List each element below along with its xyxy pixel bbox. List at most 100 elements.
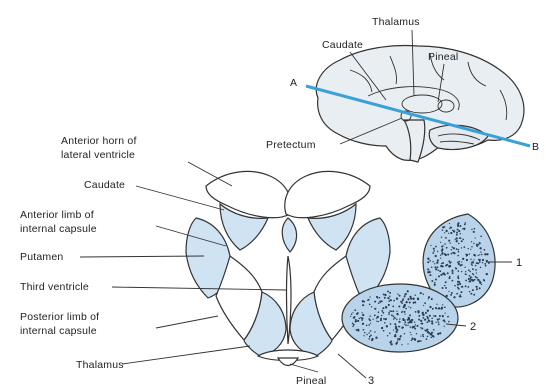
stipple-dot bbox=[472, 289, 474, 291]
stipple-dot bbox=[437, 333, 439, 335]
stipple-dot bbox=[431, 337, 432, 338]
stipple-dot bbox=[449, 265, 451, 267]
stipple-dot bbox=[428, 332, 430, 334]
stipple-dot bbox=[356, 313, 358, 315]
stipple-dot bbox=[445, 237, 446, 238]
stipple-dot bbox=[468, 278, 470, 280]
anterior-horn-right bbox=[285, 171, 370, 217]
stipple-dot bbox=[434, 315, 436, 317]
stipple-dot bbox=[403, 311, 405, 313]
stipple-dot bbox=[388, 304, 390, 306]
stipple-dot bbox=[437, 266, 439, 268]
stipple-dot bbox=[402, 298, 404, 300]
stipple-dot bbox=[424, 318, 426, 320]
stipple-dot bbox=[389, 295, 391, 297]
stipple-dot bbox=[425, 312, 427, 314]
stipple-dot bbox=[388, 313, 390, 315]
stipple-dot bbox=[397, 293, 398, 294]
stipple-dot bbox=[448, 233, 449, 234]
stipple-dot bbox=[395, 331, 397, 333]
stipple-dot bbox=[452, 246, 453, 247]
stipple-dot bbox=[435, 246, 437, 248]
stipple-dot bbox=[427, 271, 429, 273]
stipple-dot bbox=[362, 314, 363, 315]
stipple-dot bbox=[363, 329, 365, 331]
stipple-dot bbox=[473, 254, 475, 256]
stipple-dot bbox=[439, 270, 441, 272]
stipple-dot bbox=[473, 243, 474, 244]
stipple-dot bbox=[434, 284, 436, 286]
stipple-dot bbox=[415, 311, 417, 313]
coronal-section: Anterior horn of lateral ventricle Cauda… bbox=[20, 135, 522, 387]
stipple-dot bbox=[407, 319, 409, 321]
stipple-dot bbox=[437, 318, 439, 320]
stipple-dot bbox=[357, 329, 358, 330]
label-anterior-horn-2: lateral ventricle bbox=[61, 149, 135, 161]
stipple-dot bbox=[471, 241, 472, 242]
stipple-dot bbox=[448, 260, 450, 262]
stipple-dot bbox=[475, 286, 477, 288]
stipple-dot bbox=[368, 318, 370, 320]
stipple-dot bbox=[388, 312, 390, 314]
stipple-dot bbox=[406, 293, 407, 294]
stipple-dot bbox=[450, 294, 452, 296]
stipple-dot bbox=[442, 304, 443, 305]
stipple-dot bbox=[481, 284, 482, 285]
stipple-dot bbox=[465, 285, 467, 287]
stipple-dot bbox=[426, 338, 428, 340]
stipple-dot bbox=[369, 303, 371, 305]
stipple-dot bbox=[416, 325, 418, 327]
stipple-dot bbox=[374, 331, 376, 333]
stipple-dot bbox=[378, 321, 379, 322]
stipple-dot bbox=[438, 322, 439, 323]
stipple-dot bbox=[438, 269, 440, 271]
stipple-dot bbox=[456, 234, 458, 236]
stipple-dot bbox=[396, 298, 398, 300]
stipple-dot bbox=[436, 262, 438, 264]
stipple-dot bbox=[450, 242, 451, 243]
stipple-dot bbox=[480, 267, 482, 269]
stipple-dot bbox=[363, 335, 364, 336]
stipple-dot bbox=[435, 307, 437, 309]
stipple-dot bbox=[442, 262, 444, 264]
stipple-dot bbox=[475, 237, 476, 238]
stipple-dot bbox=[420, 335, 421, 336]
stipple-dot bbox=[470, 293, 472, 295]
stipple-dot bbox=[459, 261, 461, 263]
stipple-dot bbox=[387, 297, 389, 299]
stipple-dot bbox=[479, 287, 481, 289]
stipple-dot bbox=[486, 254, 487, 255]
stipple-dot bbox=[362, 300, 364, 302]
label-number-3: 3 bbox=[368, 375, 374, 387]
stipple-dot bbox=[369, 336, 371, 338]
stipple-dot bbox=[458, 249, 460, 251]
stipple-dot bbox=[476, 288, 478, 290]
stipple-dot bbox=[368, 324, 370, 326]
stipple-dot bbox=[414, 295, 415, 296]
stipple-dot bbox=[466, 259, 468, 261]
stipple-dot bbox=[456, 240, 458, 242]
stipple-dot bbox=[459, 225, 461, 227]
stipple-dot bbox=[446, 247, 448, 249]
stipple-dot bbox=[395, 343, 397, 345]
stipple-dot bbox=[355, 319, 357, 321]
stipple-dot bbox=[457, 283, 459, 285]
stipple-dot bbox=[400, 335, 402, 337]
stipple-dot bbox=[479, 282, 481, 284]
stipple-dot bbox=[407, 322, 409, 324]
stipple-dot bbox=[401, 327, 403, 329]
stipple-dot bbox=[370, 323, 371, 324]
label-point-b: B bbox=[532, 141, 539, 153]
stipple-dot bbox=[407, 325, 408, 326]
stipple-dot bbox=[383, 330, 385, 332]
stipple-dot bbox=[453, 296, 455, 298]
stipple-dot bbox=[482, 262, 483, 263]
stipple-dot bbox=[464, 246, 466, 248]
stipple-dot bbox=[435, 322, 436, 323]
stipple-dot bbox=[469, 291, 471, 293]
stipple-dot bbox=[451, 253, 453, 255]
stipple-dot bbox=[459, 237, 461, 239]
stipple-dot bbox=[440, 265, 442, 267]
stipple-dot bbox=[374, 308, 376, 310]
